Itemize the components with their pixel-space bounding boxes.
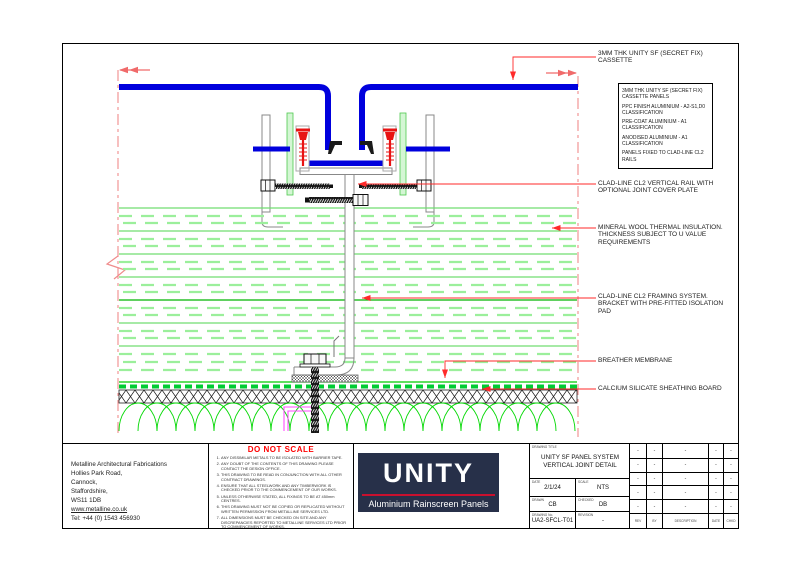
unity-wordmark: UNITY — [383, 458, 474, 488]
spec-box: 3MM THK UNITY SF (SECRET FIX) CASSETTE P… — [618, 83, 713, 169]
rev-cell: - — [723, 499, 738, 513]
note-item: ENSURE THAT ALL STEELWORK AND ANY TIMBER… — [221, 483, 350, 493]
company-info: Metalline Architectural Fabrications Hol… — [63, 444, 208, 528]
rev-cell: - — [662, 471, 708, 486]
screw-channels — [295, 125, 397, 172]
rev-cell: - — [630, 457, 646, 472]
secret-fix-screws — [296, 128, 397, 166]
drawing-title-cell: DRAWING TITLE UNITY SF PANEL SYSTEM VERT… — [529, 444, 630, 528]
break-lines-icon — [105, 70, 579, 437]
rev-cell: - — [708, 471, 723, 486]
note-item: ANY DISSIMILAR METALS TO BE ISOLATED WIT… — [221, 455, 350, 461]
company-address: Hollies Park Road, Cannock, Staffordshir… — [71, 470, 123, 504]
spec-item: 3MM THK UNITY SF (SECRET FIX) CASSETTE P… — [622, 88, 703, 101]
rev-cell: - — [646, 499, 662, 513]
date-value: 2/1/24 — [544, 485, 561, 491]
scale-label: SCALE — [578, 480, 589, 484]
rev-header: BY — [646, 513, 662, 528]
logo-divider — [362, 494, 495, 496]
callout-breather-membrane: BREATHER MEMBRANE — [598, 357, 673, 364]
cassette-panels — [119, 84, 578, 152]
revision-table: - - - - - - - - - - - - - - - - - - - - … — [629, 444, 738, 528]
note-item: ALL DIMENSIONS MUST BE CHECKED ON SITE A… — [221, 515, 350, 530]
unity-logo: UNITY Aluminium Rainscreen Panels — [358, 453, 499, 512]
callout-sheathing-board: CALCIUM SILICATE SHEATHING BOARD — [598, 385, 722, 392]
company-telephone: Tel: +44 (0) 1543 456930 — [71, 515, 140, 522]
rev-cell: - — [723, 471, 738, 486]
general-notes-list: ANY DISSIMILAR METALS TO BE ISOLATED WIT… — [221, 455, 350, 530]
rev-cell: - — [646, 471, 662, 486]
rev-header: REV — [630, 513, 646, 528]
rev-cell: - — [708, 485, 723, 500]
rail-strips — [286, 112, 407, 196]
rev-cell: - — [723, 457, 738, 472]
rev-cell: - — [646, 444, 662, 458]
rev-cell: - — [708, 457, 723, 472]
dimension-arrows-icon — [119, 66, 577, 77]
callout-mineral-wool: MINERAL WOOL THERMAL INSULATION. THICKNE… — [598, 224, 723, 246]
rev-cell: - — [630, 485, 646, 499]
drawing-title: UNITY SF PANEL SYSTEM VERTICAL JOINT DET… — [541, 454, 619, 469]
logo-tagline: Aluminium Rainscreen Panels — [368, 499, 489, 509]
revision-label: REVISION — [578, 513, 594, 517]
spec-item: PRE-COAT ALUMINIUM - A1 CLASSIFICATION — [622, 119, 687, 132]
panel-clips — [328, 141, 374, 154]
anchor-bolt-icon — [299, 353, 331, 433]
rev-cell: - — [646, 457, 662, 472]
rev-header: DATE — [708, 513, 723, 528]
rev-cell: - — [723, 444, 738, 458]
scale-value: NTS — [597, 485, 609, 491]
blockwork-scallops — [118, 402, 576, 432]
rev-cell: - — [630, 499, 646, 513]
rev-cell: - — [637, 447, 639, 454]
do-not-scale-heading: DO NOT SCALE — [247, 445, 315, 454]
leader-lines — [358, 56, 596, 392]
joint-cover-plate — [309, 160, 383, 166]
spec-item: ANODISED ALUMINIUM - A1 CLASSIFICATION — [622, 134, 688, 147]
note-item: UNLESS OTHERWISE STATED, ALL FIXINGS TO … — [221, 494, 350, 504]
checked-label: CHECKED — [578, 498, 594, 502]
rev-cell: - — [662, 444, 708, 458]
company-name: Metalline Architectural Fabrications — [71, 461, 167, 468]
rev-cell: - — [646, 485, 662, 500]
spec-item: PPC FINISH ALUMINIUM - A2-S1,D0 CLASSIFI… — [622, 103, 706, 116]
horizontal-bolts — [260, 179, 432, 206]
note-item: THIS DRAWING TO BE READ IN CONJUNCTION W… — [221, 472, 350, 482]
rev-header: CHKD — [723, 513, 738, 528]
drawing-no-label: DRAWING No. — [532, 513, 554, 517]
rev-cell: - — [662, 485, 708, 500]
logo-cell: UNITY Aluminium Rainscreen Panels — [353, 444, 529, 528]
rev-header: DESCRIPTION — [662, 513, 708, 528]
note-item: THIS DRAWING MUST NOT BE COPIED OR REPLI… — [221, 504, 350, 514]
rev-cell: - — [662, 457, 708, 472]
rev-cell: - — [708, 444, 723, 458]
sheet-border: Metalline Architectural Fabrications Hol… — [62, 43, 739, 529]
spec-item: PANELS FIXED TO CLAD-LINE CL2 RAILS — [622, 150, 704, 163]
rev-cell: - — [630, 471, 646, 486]
company-website: www.metalline.co.uk — [71, 506, 128, 513]
revision-value: - — [602, 518, 604, 524]
do-not-scale-panel: DO NOT SCALE ANY DISSIMILAR METALS TO BE… — [208, 444, 353, 530]
isolation-pad — [291, 374, 359, 383]
drawing-no-value: UA2-SFCL-T01 — [531, 518, 574, 524]
callout-framing-system: CLAD-LINE CL2 FRAMING SYSTEM. BRACKET WI… — [598, 293, 724, 315]
checked-value: DB — [598, 502, 608, 508]
rev-cell: - — [708, 499, 723, 513]
callout-vertical-rail: CLAD-LINE CL2 VERTICAL RAIL WITH OPTIONA… — [598, 180, 714, 195]
drawing-title-label: DRAWING TITLE — [532, 445, 557, 449]
rev-cell: - — [662, 499, 708, 513]
callout-cassette: 3MM THK UNITY SF (SECRET FIX) CASSETTE — [598, 50, 703, 65]
drawn-label: DRAWN — [532, 498, 544, 502]
date-label: DATE — [532, 480, 541, 484]
drawn-value: CB — [548, 502, 557, 508]
title-block: Metalline Architectural Fabrications Hol… — [63, 443, 738, 530]
note-item: ANY DOUBT OF THE CONTENTS OF THIS DRAWIN… — [221, 461, 350, 471]
rev-cell: - — [723, 485, 738, 500]
